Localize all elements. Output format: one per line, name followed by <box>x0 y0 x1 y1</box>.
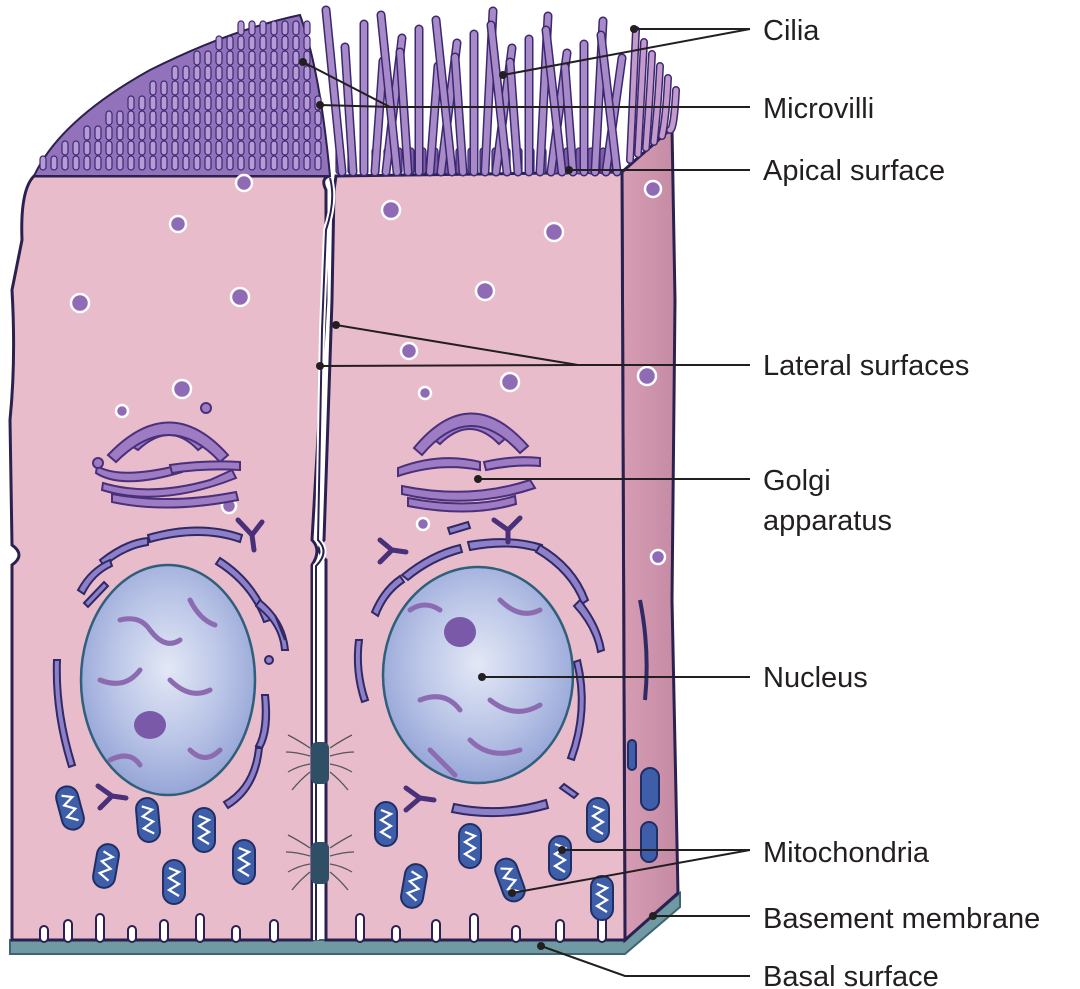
labels: Cilia Microvilli Apical surface Lateral … <box>763 15 1040 989</box>
label-basement-membrane: Basement membrane <box>763 903 1040 935</box>
label-mitochondria: Mitochondria <box>763 837 930 869</box>
label-nucleus: Nucleus <box>763 662 868 694</box>
cell-side-face <box>620 124 680 944</box>
label-lateral-surfaces: Lateral surfaces <box>763 350 969 382</box>
label-basal-surface: Basal surface <box>763 961 939 989</box>
label-apical-surface: Apical surface <box>763 155 945 187</box>
basal-folds <box>39 913 607 943</box>
microvilli <box>32 13 619 177</box>
label-golgi-line2: apparatus <box>763 505 892 537</box>
rough-er-left <box>52 517 290 811</box>
left-cell <box>8 174 331 942</box>
label-golgi-line1: Golgi <box>763 465 831 497</box>
leader-lines <box>299 25 751 977</box>
nucleus-right <box>381 565 575 785</box>
label-microvilli: Microvilli <box>763 93 874 125</box>
vesicles <box>69 173 565 532</box>
golgi-apparatus-left <box>92 402 241 509</box>
cell-junctions <box>285 734 355 891</box>
mitochondria <box>55 785 614 921</box>
label-cilia: Cilia <box>763 15 820 47</box>
golgi-apparatus-right <box>397 412 541 513</box>
nucleus-left <box>79 563 257 797</box>
cilia <box>321 5 680 177</box>
rough-er-right <box>353 515 606 818</box>
